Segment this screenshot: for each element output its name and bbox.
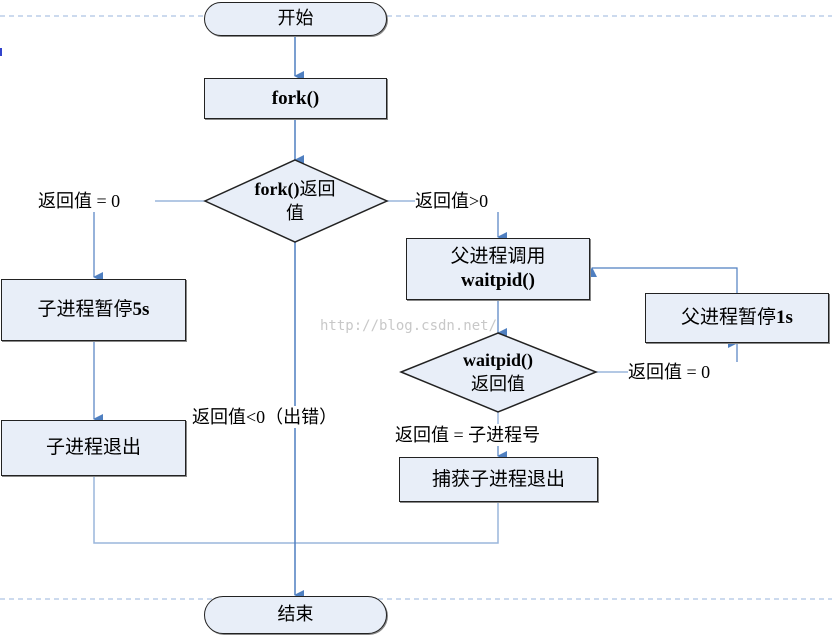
edge-label-waitpid-eq0-text: 返回值 = 0 — [628, 362, 711, 382]
edge-child-exit-merge — [93, 476, 499, 544]
catch-exit-label: 捕获子进程退出 — [431, 468, 565, 490]
fork-decision-code: fork() — [254, 179, 300, 199]
edge-label-eq0-text: 返回值 = 0 — [38, 191, 121, 211]
edge-label-lt0: 返回值<0（出错） — [192, 406, 338, 428]
fork-decision-text-1: 返回 — [299, 179, 336, 199]
child-sleep-label: 子进程暂停5s — [37, 299, 150, 320]
edge-label-eq0: 返回值 = 0 — [38, 190, 121, 212]
edge-label-gt0-text: 返回值>0 — [415, 191, 489, 211]
waitpid-decision-text-2: 返回值 — [471, 374, 525, 394]
parent-wait-label-1: 父进程调用 — [450, 246, 546, 267]
waitpid-decision-diamond — [399, 332, 599, 413]
end-node: 结束 — [204, 596, 387, 634]
fork-decision-text: fork()返回 值 — [225, 177, 365, 225]
waitpid-decision-text: waitpid() 返回值 — [428, 348, 568, 396]
edge-artifact — [0, 48, 2, 56]
fork-node: fork() — [204, 78, 387, 119]
edge-label-eq-pid-text: 返回值 = 子进程号 — [395, 425, 541, 445]
parent-wait-label-2: waitpid() — [461, 270, 535, 291]
child-exit-node: 子进程退出 — [1, 420, 186, 476]
parent-wait-node: 父进程调用 waitpid() — [406, 238, 590, 300]
waitpid-decision-text-1: waitpid() — [462, 350, 533, 370]
fork-label: fork() — [271, 87, 320, 109]
edge-label-waitpid-eq0: 返回值 = 0 — [628, 361, 711, 383]
end-label: 结束 — [277, 604, 314, 625]
parent-sleep-label: 父进程暂停1s — [681, 307, 793, 328]
edge-label-eq-pid: 返回值 = 子进程号 — [395, 424, 541, 446]
watermark: http://blog.csdn.net/ — [320, 318, 498, 334]
edge-label-gt0: 返回值>0 — [415, 190, 489, 212]
fork-decision-diamond — [203, 159, 389, 243]
start-node: 开始 — [204, 2, 387, 36]
fork-decision-text-2: 值 — [286, 203, 304, 223]
child-sleep-node: 子进程暂停5s — [1, 279, 186, 341]
catch-exit-node: 捕获子进程退出 — [399, 457, 598, 502]
parent-sleep-node: 父进程暂停1s — [645, 293, 829, 343]
child-exit-label: 子进程退出 — [45, 437, 141, 458]
start-label: 开始 — [277, 8, 314, 29]
edge-label-lt0-text: 返回值<0（出错） — [192, 407, 338, 427]
edge-parent-sleep-loop — [587, 267, 738, 293]
